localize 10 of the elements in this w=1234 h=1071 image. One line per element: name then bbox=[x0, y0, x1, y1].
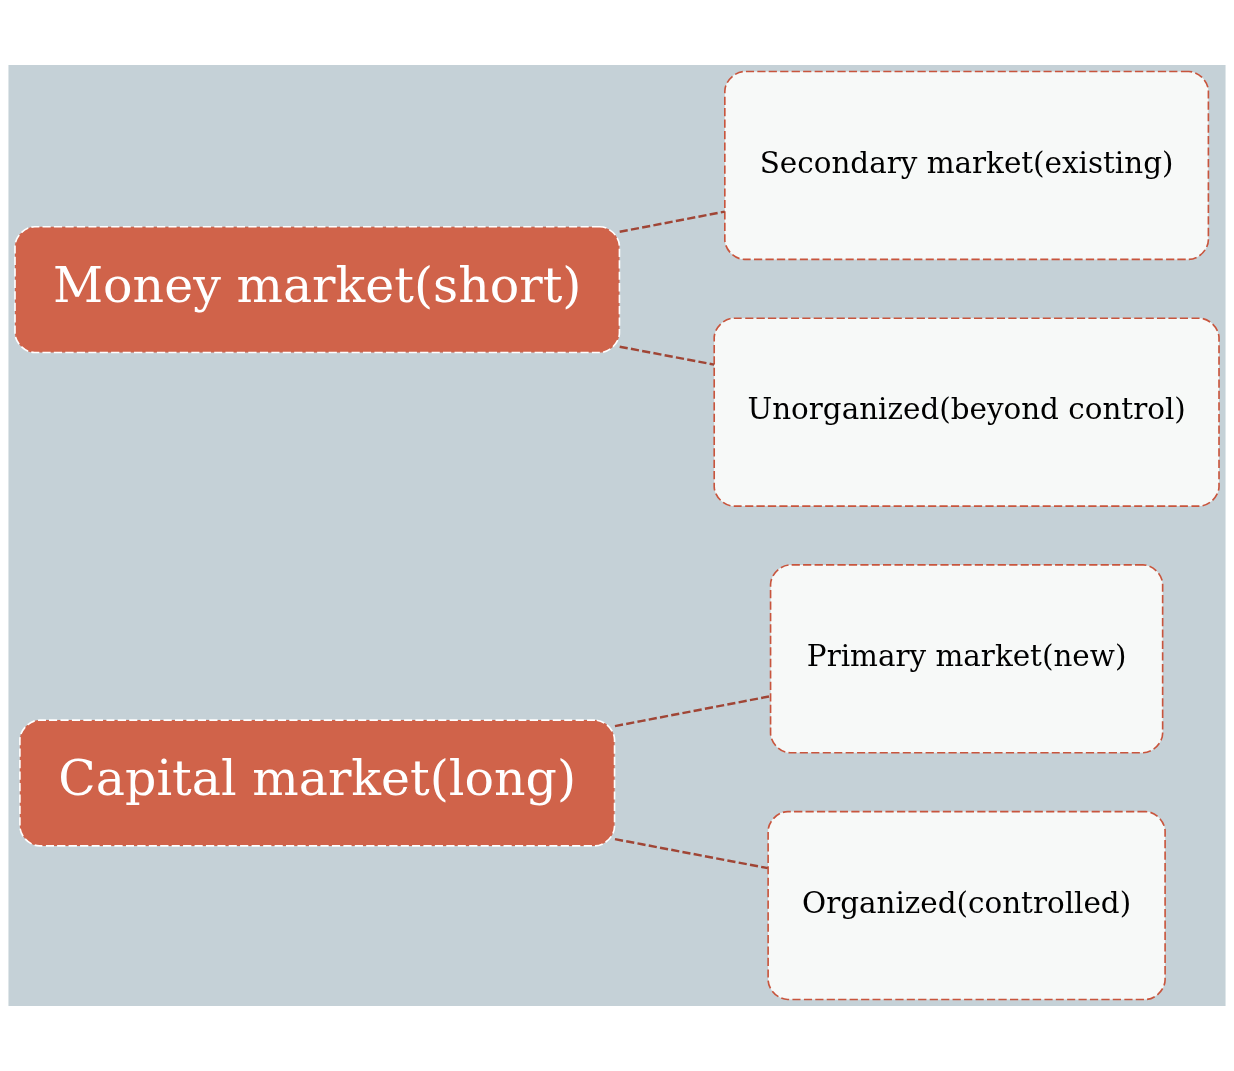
connector bbox=[614, 837, 768, 870]
node-box: Secondary market(existing) bbox=[724, 70, 1210, 261]
connector bbox=[619, 210, 725, 234]
node-box: Primary market(new) bbox=[769, 564, 1164, 754]
connector bbox=[614, 695, 771, 728]
connector bbox=[619, 345, 715, 366]
node-box: Money market(short) bbox=[14, 225, 621, 354]
node-box: Unorganized(beyond control) bbox=[713, 317, 1220, 507]
node-box: Organized(controlled) bbox=[767, 810, 1166, 1001]
node-box: Capital market(long) bbox=[19, 719, 616, 847]
